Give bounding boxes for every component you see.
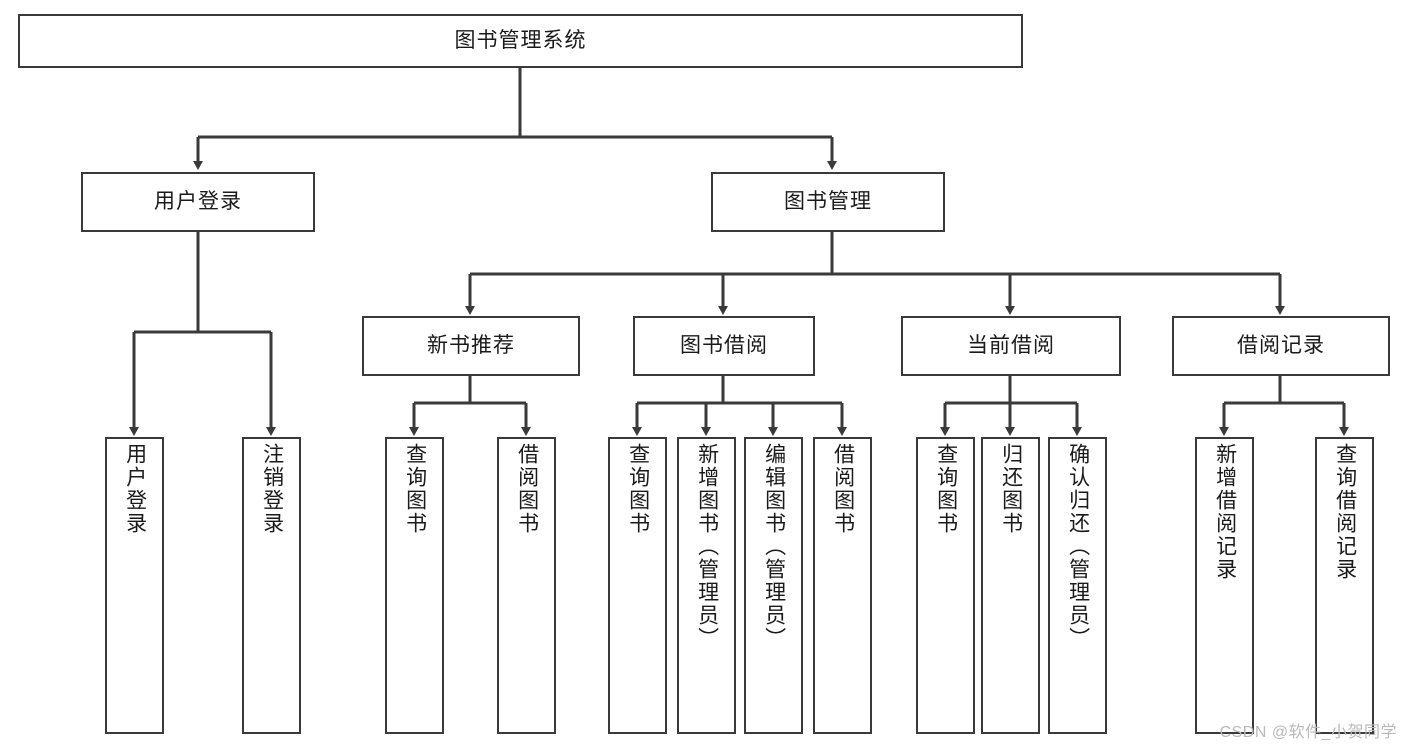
leaf-book-borrow-borrow[interactable]: 借阅图书 bbox=[813, 437, 872, 734]
csdn-watermark: CSDN @软件_小贺同学 bbox=[1219, 724, 1397, 741]
leaf-book-borrow-add[interactable]: 新增图书（管理员） bbox=[677, 437, 736, 734]
leaf-user-login-logout[interactable]: 注销登录 bbox=[242, 437, 301, 734]
node-label: 归还图书 bbox=[999, 443, 1023, 535]
leaf-book-borrow-query[interactable]: 查询图书 bbox=[608, 437, 667, 734]
leaf-current-borrow-return[interactable]: 归还图书 bbox=[981, 437, 1040, 734]
node-label: 查询图书 bbox=[934, 443, 958, 535]
node-label: 查询图书 bbox=[403, 443, 427, 535]
node-label: 借阅记录 bbox=[1237, 334, 1325, 358]
node-label: 用户登录 bbox=[123, 443, 147, 535]
node-book-borrow[interactable]: 图书借阅 bbox=[633, 316, 815, 376]
node-label: 当前借阅 bbox=[967, 334, 1055, 358]
leaf-book-borrow-edit[interactable]: 编辑图书（管理员） bbox=[744, 437, 803, 734]
node-label: 新书推荐 bbox=[427, 334, 515, 358]
node-label: 编辑图书（管理员） bbox=[762, 443, 786, 650]
node-label: 新增图书（管理员） bbox=[695, 443, 719, 650]
node-label: 借阅图书 bbox=[515, 443, 539, 535]
node-label: 查询图书 bbox=[626, 443, 650, 535]
leaf-current-borrow-query[interactable]: 查询图书 bbox=[916, 437, 975, 734]
node-label: 图书借阅 bbox=[680, 334, 768, 358]
node-book-management[interactable]: 图书管理 bbox=[711, 172, 945, 232]
leaf-borrow-record-add[interactable]: 新增借阅记录 bbox=[1195, 437, 1254, 734]
node-label: 用户登录 bbox=[154, 190, 242, 214]
node-user-login[interactable]: 用户登录 bbox=[81, 172, 315, 232]
leaf-new-book-borrow[interactable]: 借阅图书 bbox=[497, 437, 556, 734]
node-new-book-recommend[interactable]: 新书推荐 bbox=[362, 316, 580, 376]
node-label: 新增借阅记录 bbox=[1213, 443, 1237, 581]
leaf-new-book-query[interactable]: 查询图书 bbox=[385, 437, 444, 734]
leaf-borrow-record-query[interactable]: 查询借阅记录 bbox=[1315, 437, 1374, 734]
leaf-current-borrow-confirm-return[interactable]: 确认归还（管理员） bbox=[1048, 437, 1107, 734]
node-label: 借阅图书 bbox=[831, 443, 855, 535]
node-label: 图书管理 bbox=[784, 190, 872, 214]
node-label: 确认归还（管理员） bbox=[1066, 443, 1090, 650]
node-label: 图书管理系统 bbox=[454, 29, 587, 53]
node-borrow-record[interactable]: 借阅记录 bbox=[1172, 316, 1390, 376]
node-root-system[interactable]: 图书管理系统 bbox=[18, 14, 1023, 68]
node-label: 注销登录 bbox=[260, 443, 284, 535]
leaf-user-login-login[interactable]: 用户登录 bbox=[105, 437, 164, 734]
node-current-borrow[interactable]: 当前借阅 bbox=[901, 316, 1121, 376]
node-label: 查询借阅记录 bbox=[1333, 443, 1357, 581]
